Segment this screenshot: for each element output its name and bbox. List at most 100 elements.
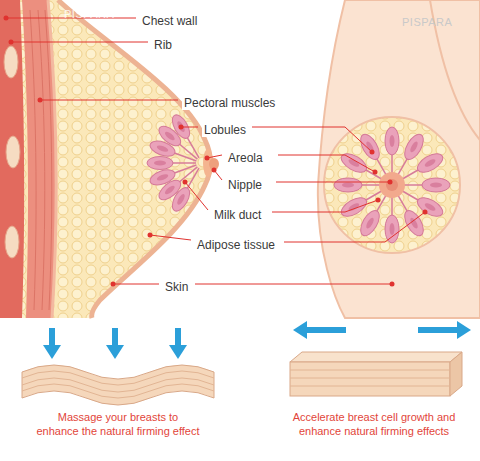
part-label: Areola	[226, 151, 265, 165]
flat-tissue-block-part	[450, 352, 462, 396]
caption-text: Accelerate breast cell growth and enhanc…	[272, 410, 476, 438]
flat-tissue-block-part	[290, 370, 450, 371]
leader-lines-part	[113, 284, 159, 285]
fascia-line	[48, 0, 56, 318]
leader-dots-part	[111, 282, 116, 287]
part-label: Milk duct	[212, 208, 263, 222]
flat-tissue-block-part	[290, 352, 462, 362]
press-arrows	[43, 328, 187, 359]
watermark: PISPARA	[62, 7, 116, 21]
caption-text-box: Massage your breasts to enhance the natu…	[18, 410, 218, 438]
watermark-box: PISPARA	[400, 12, 454, 30]
leader-dots-part	[4, 16, 9, 21]
rib-bones-part	[4, 46, 18, 78]
leader-lines-part	[40, 100, 178, 101]
flat-tissue-block-part	[290, 386, 450, 387]
leader-lines-part	[150, 235, 191, 240]
stretch-arrows	[293, 321, 471, 339]
leader-lines	[6, 18, 425, 284]
areola	[379, 172, 405, 198]
lobule-ring-part	[334, 178, 384, 192]
part-label: Nipple	[226, 178, 264, 192]
leader-lines-part	[278, 155, 375, 172]
muscle-fibres	[30, 10, 52, 310]
lobule-ring	[334, 127, 450, 243]
part-label-box: Chest wall	[140, 11, 199, 29]
leader-dots-part	[38, 98, 43, 103]
leader-lines-part	[272, 200, 378, 212]
flat-tissue-block-part	[290, 362, 450, 396]
stretch-arrows-part	[418, 327, 458, 333]
leader-lines-part	[195, 284, 392, 285]
leader-dots-part	[390, 282, 395, 287]
press-arrows-part	[175, 328, 181, 346]
leader-lines-part	[11, 42, 148, 43]
chest-wall-band	[0, 0, 24, 318]
leader-dots-part	[148, 233, 153, 238]
leader-lines-part	[276, 182, 390, 183]
leader-dots-part	[212, 168, 217, 173]
torso-skin	[318, 0, 480, 318]
leader-dots	[4, 16, 428, 287]
leader-dots-part	[370, 150, 375, 155]
part-label-box: Adipose tissue	[195, 235, 277, 253]
lobule-ring-part	[385, 127, 399, 177]
leader-lines-part	[185, 182, 208, 210]
part-label: Adipose tissue	[195, 238, 277, 252]
stretch-arrows-part	[293, 321, 307, 339]
flat-tissue-block	[290, 352, 462, 396]
watermark-box: PISPARA	[62, 4, 116, 22]
part-label-box: Nipple	[226, 175, 264, 193]
part-label: Pectoral muscles	[182, 96, 277, 110]
stretch-arrows-part	[457, 321, 471, 339]
rib-bones-part	[5, 226, 19, 258]
caption-text: Massage your breasts to enhance the natu…	[18, 410, 218, 438]
part-label: Lobules	[202, 123, 248, 137]
lobule-fan-part	[169, 112, 205, 161]
nipple	[386, 179, 398, 191]
wavy-tissue-part	[22, 378, 214, 392]
flat-tissue-block-part	[290, 378, 450, 379]
skin-outline	[58, 0, 211, 318]
part-label-box: Lobules	[202, 120, 248, 138]
caption-text-box: Accelerate breast cell growth and enhanc…	[272, 410, 476, 438]
pectoral-muscle-band	[22, 0, 56, 318]
torso-front-view	[318, 0, 480, 318]
lobule-ring-part	[400, 178, 450, 192]
breast-disk	[324, 117, 460, 253]
part-label-box: Skin	[163, 277, 190, 295]
leader-lines-part	[181, 127, 198, 128]
part-label-box: Pectoral muscles	[182, 93, 277, 111]
leader-dots-part	[179, 125, 184, 130]
press-arrows-part	[169, 345, 187, 359]
leader-dots-part	[388, 180, 393, 185]
press-arrows-part	[49, 328, 55, 346]
rib-bones	[4, 46, 20, 258]
leader-dots-part	[373, 170, 378, 175]
stretch-arrows-part	[306, 327, 346, 333]
part-label-box: Milk duct	[212, 205, 263, 223]
leader-dots-part	[423, 210, 428, 215]
adipose-region	[0, 0, 211, 318]
leader-lines-part	[252, 127, 372, 152]
part-label: Skin	[163, 280, 190, 294]
wavy-tissue-part	[22, 384, 214, 398]
watermark: PISPARA	[400, 15, 454, 29]
leader-dots-part	[9, 40, 14, 45]
part-label: Rib	[152, 38, 174, 52]
muscle-fibres-part	[38, 10, 45, 310]
wavy-tissue	[22, 365, 214, 405]
lobule-ring-part	[385, 193, 399, 243]
press-arrows-part	[43, 345, 61, 359]
leader-dots-part	[376, 198, 381, 203]
part-label-box: Rib	[152, 35, 174, 53]
press-arrows-part	[106, 345, 124, 359]
leader-lines-part	[284, 212, 425, 242]
wavy-tissue-part	[22, 365, 214, 405]
rib-bones-part	[6, 136, 20, 168]
muscle-fibres-part	[30, 10, 36, 310]
leader-dots-part	[183, 180, 188, 185]
part-label-box: Areola	[226, 148, 265, 166]
